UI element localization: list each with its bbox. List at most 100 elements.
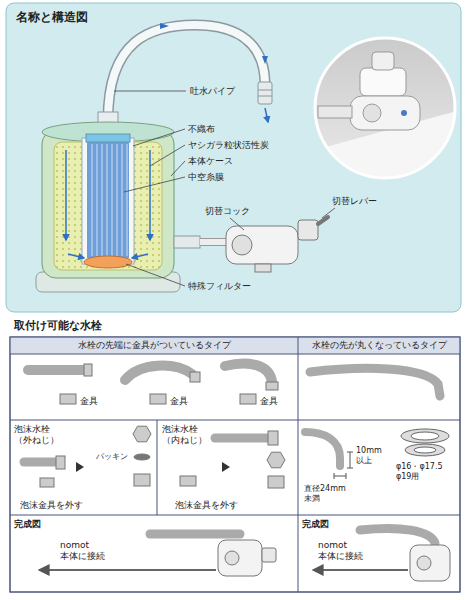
structure-panel: 名称と構造図: [6, 3, 461, 312]
faucet-drawing: [190, 372, 200, 382]
spout-pipe: [262, 56, 268, 64]
faucet-drawing: [267, 452, 285, 468]
faucet-drawing: [240, 394, 256, 404]
part-label: 特殊フィルター: [188, 281, 251, 292]
photo-inset: [363, 104, 381, 122]
leader-line: [124, 177, 185, 192]
leader-line: [150, 145, 185, 166]
switch-cock: [232, 235, 252, 255]
photo-inset: [401, 110, 407, 116]
part-label: ヤシガラ粒状活性炭: [188, 140, 269, 151]
faucet-drawing: [134, 454, 150, 460]
spout-pipe: [258, 96, 272, 97]
faucet-drawing: [60, 394, 76, 404]
faucet-drawing: [125, 366, 192, 380]
completed-drawing: [417, 556, 431, 570]
section-label: 完成図: [14, 519, 41, 530]
completed-drawing: [40, 569, 216, 571]
table-grid: [10, 354, 460, 355]
faucet-drawing: [133, 426, 151, 442]
faucet-drawing: [134, 474, 150, 486]
faucet-type-label: 泡沫水栓 （内ねじ）: [162, 424, 216, 447]
panel-ground: [6, 3, 461, 312]
faucet-drawing: [310, 368, 440, 396]
part-label: 切替レバー: [332, 196, 377, 207]
leader-line: [230, 218, 244, 230]
table-grid: [298, 337, 299, 592]
spout-pipe: [265, 108, 268, 122]
photo-inset: [310, 30, 460, 190]
leader-line: [133, 129, 185, 146]
completed-drawing: [40, 529, 450, 581]
filter-body: [92, 144, 93, 256]
filter-body: [54, 142, 162, 270]
faucet-table: 取付け可能な水栓: [10, 316, 460, 592]
filter-body: [54, 142, 162, 270]
faucet-drawing: [76, 462, 84, 472]
leader-line: [126, 264, 185, 286]
completed-drawing: [262, 548, 276, 562]
faucet-drawing: [28, 365, 84, 375]
filter-body: [82, 138, 134, 264]
faucet-drawing: [414, 447, 436, 453]
filter-body: [117, 144, 118, 256]
part-label: 切替コック: [205, 206, 250, 217]
photo-inset: [372, 52, 394, 70]
faucet-drawing: [84, 364, 92, 376]
dimension-label: 直径24mm 未満: [304, 484, 362, 504]
panel-title: 名称と構造図: [16, 9, 451, 26]
faucet-drawing: [24, 458, 56, 467]
filter-body: [86, 134, 130, 142]
section-label: 完成図: [302, 519, 329, 530]
faucet-drawing: [24, 426, 449, 488]
faucet-drawing: [268, 476, 284, 488]
filter-body: [42, 130, 174, 278]
column-header: 水栓の先端に金具がついているタイプ: [10, 340, 298, 351]
faucet-drawing: [268, 431, 278, 445]
switch-cock: [318, 217, 328, 224]
filter-body: [127, 144, 128, 256]
leader-line: [171, 161, 185, 176]
step-note: 泡沫金具を外す: [175, 500, 238, 511]
part-label: 中空糸膜: [188, 172, 224, 183]
photo-inset: [310, 30, 460, 190]
faucet-drawing: [266, 382, 278, 390]
filter-body: [122, 144, 123, 256]
spout-pipe: [258, 82, 272, 104]
filter-body: [174, 236, 200, 248]
leader-line: [322, 208, 335, 218]
faucet-type-label: 泡沫水栓 （外ねじ）: [14, 424, 68, 447]
completed-drawing: [314, 569, 408, 571]
filter-body: [65, 150, 67, 240]
dimension-label: φ16・φ17.5 φ19用: [396, 462, 458, 482]
switch-cock: [226, 226, 298, 264]
part-label: 金具: [170, 396, 188, 407]
part-label: 金具: [260, 396, 278, 407]
faucet-drawing: [334, 473, 346, 479]
dimension-label: 10mm 以上: [356, 446, 388, 466]
switch-cock: [298, 220, 318, 240]
table-grid: [10, 337, 460, 592]
filter-body: [132, 254, 148, 258]
switch-cock: [200, 239, 226, 245]
panel-ground: [6, 3, 461, 312]
section-heading: 取付け可能な水栓: [14, 318, 456, 333]
faucet-drawing: [225, 364, 272, 382]
table-grid: [157, 420, 158, 515]
table-grid: [10, 337, 460, 592]
table-grid: [10, 337, 460, 592]
completed-drawing: [150, 530, 240, 539]
completed-drawing: [410, 545, 450, 581]
switch-cock: [200, 217, 328, 272]
photo-inset: [310, 30, 460, 190]
faucet-drawing: [56, 456, 65, 469]
faucet-drawing: [180, 476, 196, 486]
faucet-drawing: [215, 434, 268, 443]
photo-inset: [360, 68, 406, 96]
filter-body: [102, 144, 103, 256]
filter-body: [84, 256, 132, 268]
spout-pipe: [160, 23, 169, 29]
faucet-drawing: [405, 444, 445, 456]
photo-inset: [318, 106, 352, 118]
spout-pipe: [108, 25, 265, 120]
